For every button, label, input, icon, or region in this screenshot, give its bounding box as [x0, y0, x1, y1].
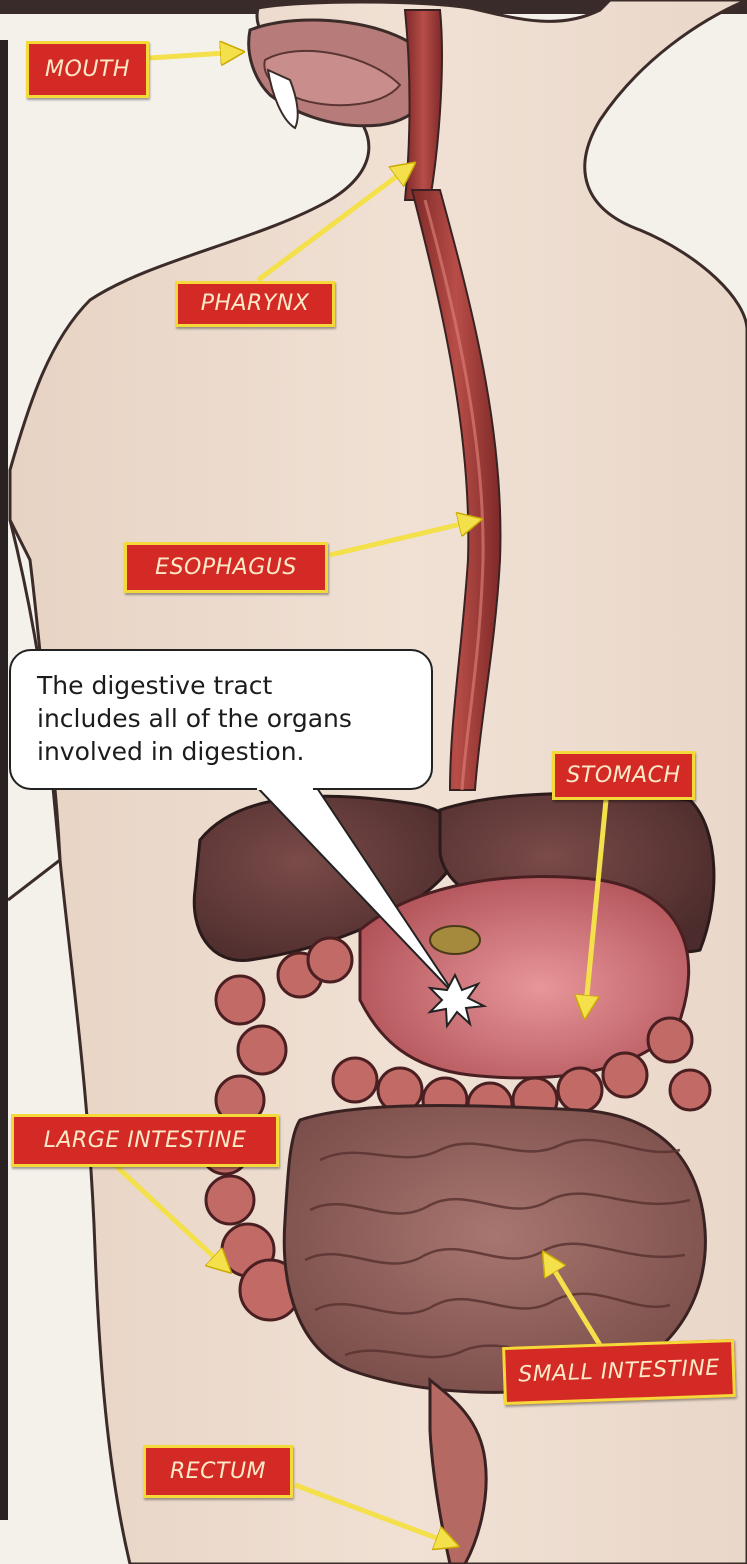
caption-line-3: involved in digestion.	[37, 735, 411, 768]
pharynx-label: PHARYNX	[175, 281, 335, 327]
stomach-label: STOMACH	[552, 751, 695, 800]
caption-bubble: The digestive tract includes all of the …	[9, 649, 433, 790]
caption-line-2: includes all of the organs	[37, 702, 411, 735]
gallbladder	[430, 926, 480, 954]
caption-line-1: The digestive tract	[37, 669, 411, 702]
rectum-label: RECTUM	[143, 1445, 293, 1498]
left-page-edge	[0, 40, 8, 1520]
bubble-tail-seam	[257, 786, 313, 790]
small-intestine-label: SMALL INTESTINE	[502, 1339, 736, 1405]
stomach	[360, 877, 689, 1078]
large-intestine-label: LARGE INTESTINE	[11, 1114, 279, 1167]
mouth-label: MOUTH	[26, 41, 149, 98]
esophagus-label: ESOPHAGUS	[124, 542, 328, 593]
